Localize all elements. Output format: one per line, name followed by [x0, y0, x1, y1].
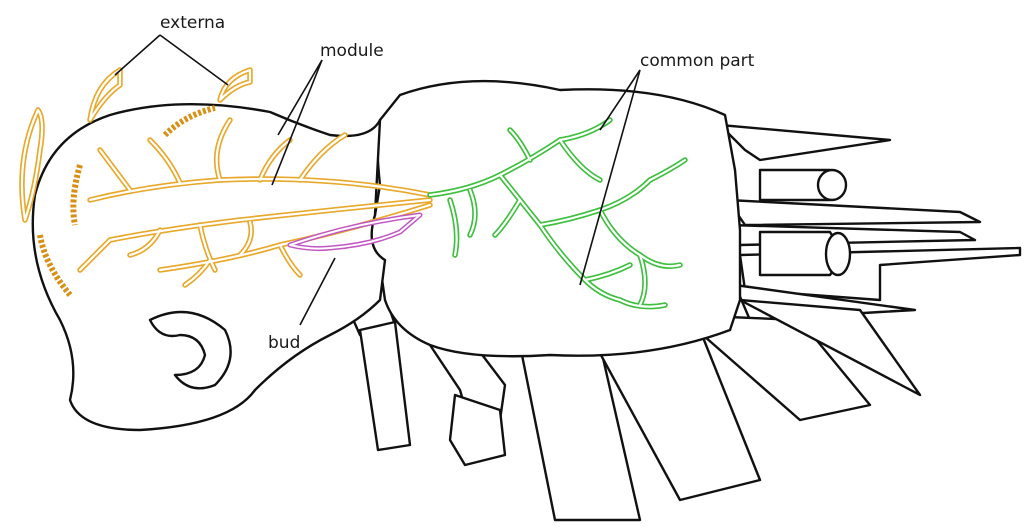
common-part-label: common part	[640, 51, 755, 71]
bud-label: bud	[268, 333, 300, 353]
externa-label: externa	[160, 13, 225, 33]
externa-leader-left	[115, 35, 160, 75]
module-label: module	[320, 41, 384, 61]
host-body	[366, 81, 740, 356]
externa-leader-right	[160, 35, 228, 85]
